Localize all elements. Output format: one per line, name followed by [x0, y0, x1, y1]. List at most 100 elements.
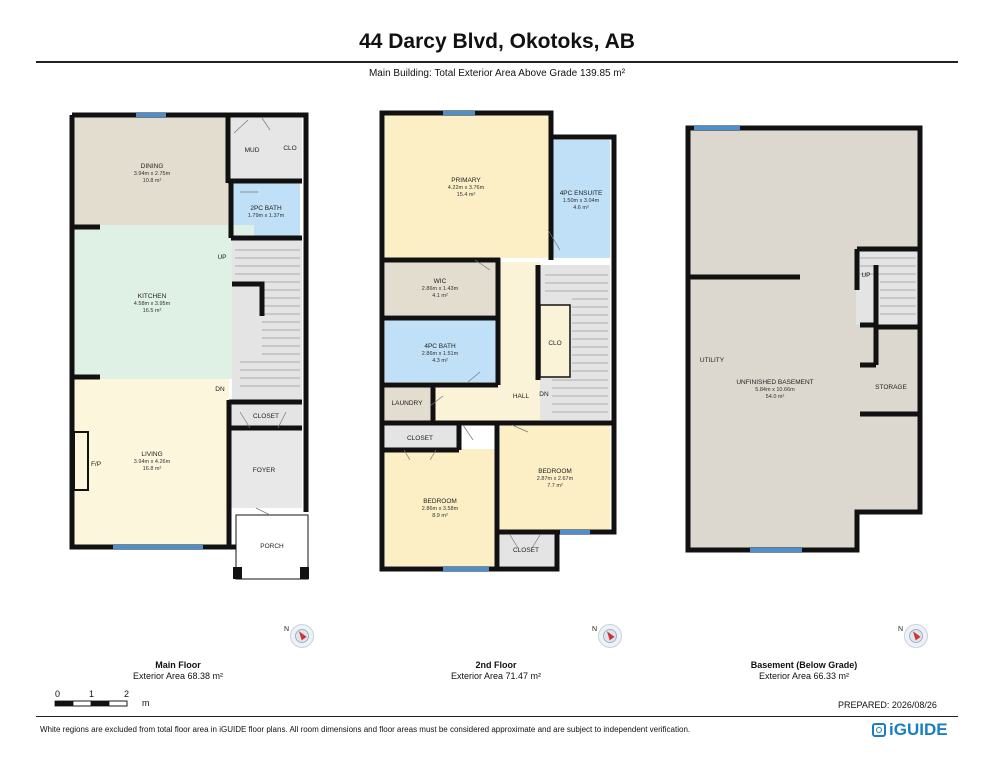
basement-plan: UP UTILITY UNFINISHED BASEMENT 5.84m x 1…	[685, 125, 923, 553]
closet1-label: CLOSET	[407, 435, 433, 442]
second-dn-label: DN	[539, 391, 549, 398]
primary-dims: 4.22m x 3.76m	[448, 185, 485, 191]
scale-unit: m	[142, 698, 150, 708]
compass-icon-basement	[904, 624, 928, 648]
prepared-date: PREPARED: 2026/08/26	[838, 700, 937, 710]
scale-tick-1: 1	[89, 689, 95, 699]
wic-room	[385, 262, 497, 315]
dining-area: 10.8 m²	[143, 178, 162, 184]
mud-label: MUD	[245, 147, 260, 154]
porch-area	[235, 514, 309, 580]
utility-label: UTILITY	[700, 357, 725, 364]
fireplace-label: F/P	[91, 461, 101, 468]
dining-room	[74, 117, 230, 225]
second-walls	[379, 110, 617, 572]
dining-dims: 3.94m x 2.75m	[134, 171, 171, 177]
disclaimer-text: White regions are excluded from total fl…	[40, 725, 691, 734]
header-divider	[36, 61, 958, 63]
main-stairs	[232, 240, 302, 400]
main-dn-label: DN	[215, 386, 225, 393]
closet2-room	[500, 530, 555, 566]
basement-stairs	[856, 250, 918, 325]
second-door-swings	[403, 229, 561, 549]
bedroom1-window	[443, 567, 489, 571]
bath-4pc-area: 4.3 m²	[432, 358, 448, 364]
bedroom1-room	[385, 449, 495, 566]
page-subtitle: Main Building: Total Exterior Area Above…	[368, 68, 626, 79]
brand-logo: iGUIDE	[872, 720, 948, 740]
unfinished-basement-room	[690, 130, 918, 548]
bath-4pc-room	[385, 320, 497, 382]
bedroom2-dims: 2.87m x 2.67m	[537, 476, 574, 482]
foyer-room	[230, 428, 302, 508]
main-stair-treads	[235, 249, 300, 387]
bedroom1-area: 8.9 m²	[432, 513, 448, 519]
ensuite-room	[553, 140, 610, 258]
dining-label: DINING	[141, 163, 164, 170]
wic-dims: 2.86m x 1.43m	[422, 286, 459, 292]
fireplace	[73, 431, 89, 491]
ensuite-area: 4.6 m²	[573, 205, 589, 211]
second-clo-room	[539, 304, 571, 378]
unfinished-area: 54.0 m²	[766, 394, 785, 400]
page-title: 44 Darcy Blvd, Okotoks, AB	[359, 30, 635, 53]
kitchen-room	[74, 225, 254, 379]
ensuite-label: 4PC ENSUITE	[560, 190, 603, 197]
second-clo-label: CLO	[548, 340, 561, 347]
basement-stair-treads	[860, 257, 916, 315]
basement-up-label: UP	[861, 272, 870, 279]
hall-label: HALL	[513, 393, 530, 400]
kitchen-area: 16.5 m²	[143, 308, 162, 314]
living-dims: 3.94m x 4.26m	[134, 459, 171, 465]
storage-room	[878, 330, 918, 412]
kitchen-dims: 4.58m x 3.95m	[134, 301, 171, 307]
primary-label: PRIMARY	[451, 177, 481, 184]
footer-divider	[36, 716, 958, 717]
unfinished-label: UNFINISHED BASEMENT	[736, 379, 813, 386]
second-floor-plan: PRIMARY 4.22m x 3.76m 15.4 m² 4PC ENSUIT…	[379, 110, 617, 572]
bath-2pc-label: 2PC BATH	[250, 205, 282, 212]
compass-n-main: N	[284, 626, 290, 633]
basement-window-top	[694, 126, 740, 130]
foyer-label: FOYER	[253, 467, 276, 474]
scale-tick-0: 0	[55, 689, 61, 699]
wic-area: 4.1 m²	[432, 293, 448, 299]
main-window-bottom	[113, 545, 203, 549]
porch-label: PORCH	[260, 543, 284, 550]
bedroom1-label: BEDROOM	[423, 498, 457, 505]
living-room	[74, 379, 229, 545]
closet2-label: CLOSET	[513, 547, 539, 554]
wic-label: WIC	[434, 278, 447, 285]
kitchen-label: KITCHEN	[138, 293, 167, 300]
brand-name: iGUIDE	[889, 720, 948, 739]
primary-room	[385, 115, 549, 258]
hall-area-lower	[433, 382, 540, 422]
living-label: LIVING	[141, 451, 162, 458]
mud-room	[230, 117, 302, 180]
laundry-label: LAUNDRY	[392, 400, 424, 407]
scale-tick-2: 2	[124, 689, 130, 699]
bedroom2-area: 7.7 m²	[547, 483, 563, 489]
porch-post-right	[300, 567, 309, 579]
main-window-top	[136, 113, 166, 117]
laundry-room	[385, 385, 431, 422]
bath-4pc-dims: 2.86m x 1.51m	[422, 351, 459, 357]
primary-area: 15.4 m²	[457, 192, 476, 198]
closet1-room	[385, 425, 457, 449]
basement-walls	[685, 125, 923, 553]
basement-window-bottom	[750, 548, 802, 552]
bath-4pc-label: 4PC BATH	[424, 343, 456, 350]
basement-title: Basement (Below Grade)	[750, 660, 858, 670]
bedroom1-dims: 2.86m x 3.58m	[422, 506, 459, 512]
living-area: 16.8 m²	[143, 466, 162, 472]
main-floor-area: Exterior Area 68.38 m²	[132, 671, 224, 681]
storage-label: STORAGE	[875, 384, 907, 391]
second-floor-title: 2nd Floor	[475, 660, 517, 670]
porch-post-left	[233, 567, 242, 579]
bath-2pc-dims: 1.79m x 1.37m	[248, 213, 285, 219]
compass-icon-second	[598, 624, 622, 648]
bedroom2-room	[500, 425, 610, 530]
ensuite-dims: 1.50m x 3.04m	[563, 198, 600, 204]
unfinished-dims: 5.84m x 10.66m	[755, 387, 795, 393]
